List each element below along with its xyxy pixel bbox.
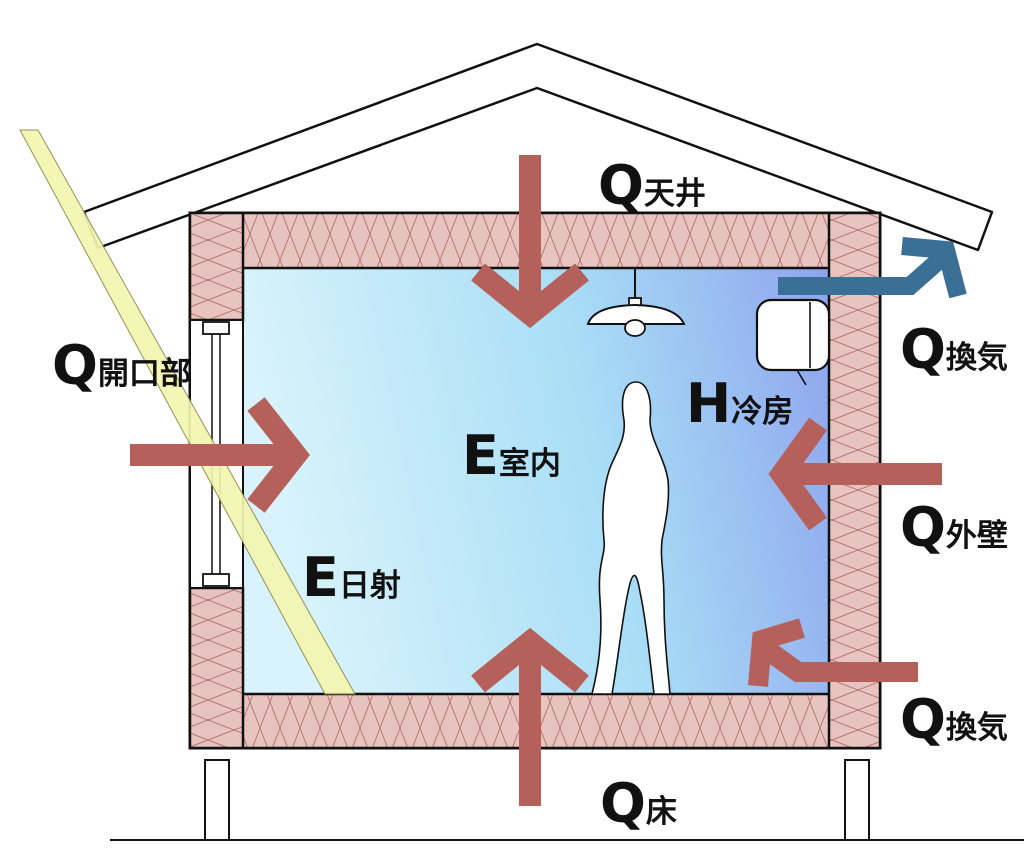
label-q-floor: Q床 (600, 772, 677, 835)
label-e-room: E室内 (462, 424, 561, 487)
person-silhouette-icon (590, 381, 671, 695)
arrow-ventilation-in (748, 618, 918, 687)
label-q-opening: Q開口部 (52, 334, 191, 397)
left-wall-upper-insulation (188, 211, 245, 322)
sunlight-beam (19, 129, 356, 695)
arrow-floor-heat (471, 627, 589, 806)
left-foundation-post (204, 759, 230, 841)
label-q-ventilation-out: Q換気 (900, 318, 1008, 381)
arrow-wall-heat (768, 417, 942, 531)
label-h-cooling: H冷房 (686, 372, 793, 435)
window-bottom-frame (202, 573, 230, 587)
arrow-ceiling-heat (471, 155, 589, 329)
label-q-wall: Q外壁 (900, 496, 1008, 559)
room-interior (243, 268, 829, 694)
label-q-ceiling: Q天井 (598, 154, 706, 217)
air-conditioner-icon (755, 298, 831, 386)
ceiling-lamp-icon (586, 268, 686, 337)
left-wall-lower-insulation (188, 586, 245, 750)
label-q-ventilation-in: Q換気 (900, 688, 1008, 751)
window-top-frame (202, 321, 230, 335)
label-e-solar: E日射 (302, 546, 401, 609)
arrow-opening-heat (130, 397, 310, 513)
arrow-ventilation-out (778, 237, 967, 299)
right-foundation-post (844, 759, 870, 841)
